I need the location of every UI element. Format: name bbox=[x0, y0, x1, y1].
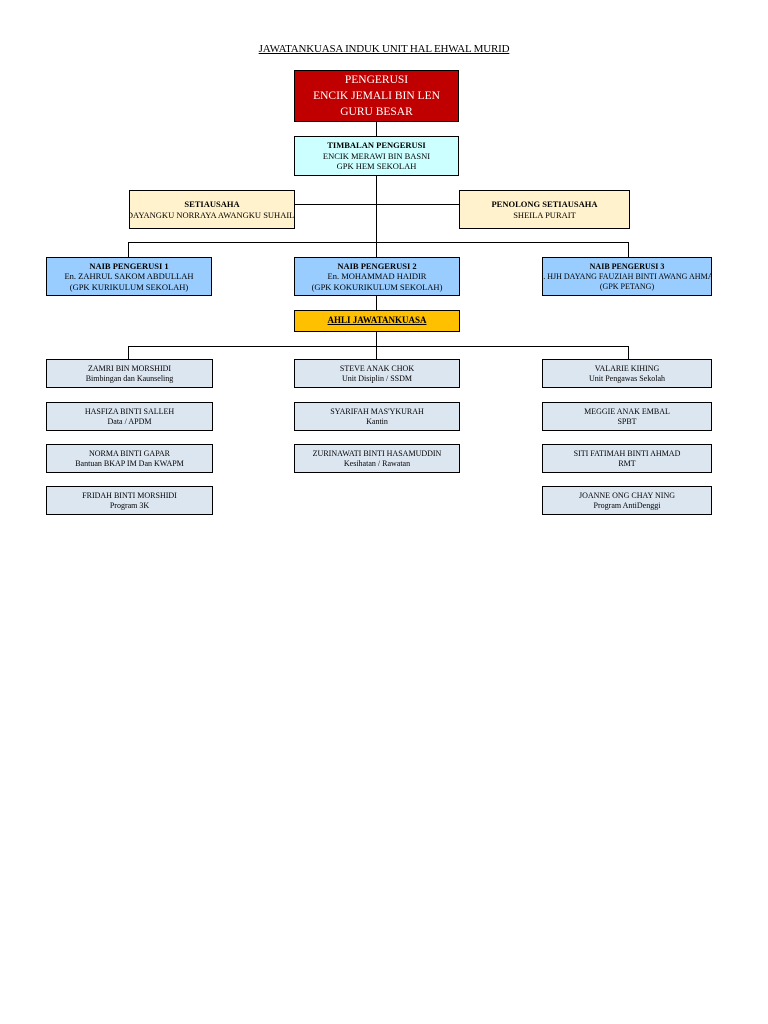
connector-line bbox=[295, 204, 460, 205]
pengerusi-role: PENGERUSI bbox=[344, 73, 409, 86]
naib-name: En. MOHAMMAD HAIDIR bbox=[327, 271, 427, 282]
member-box: NORMA BINTI GAPAR Bantuan BKAP IM Dan KW… bbox=[46, 444, 213, 473]
pengerusi-box: PENGERUSI ENCIK JEMALI BIN LEN GURU BESA… bbox=[294, 70, 459, 122]
member-name: ZAMRI BIN MORSHIDI bbox=[87, 363, 172, 373]
member-box: MEGGIE ANAK EMBAL SPBT bbox=[542, 402, 712, 431]
penolong-role: PENOLONG SETIAUSAHA bbox=[491, 198, 598, 209]
member-unit: Program AntiDenggi bbox=[593, 500, 661, 510]
member-name: SITI FATIMAH BINTI AHMAD bbox=[573, 448, 681, 458]
chart-title: JAWATANKUASA INDUK UNIT HAL EHWAL MURID bbox=[258, 43, 510, 55]
member-box: JOANNE ONG CHAY NING Program AntiDenggi bbox=[542, 486, 712, 515]
member-unit: SPBT bbox=[617, 416, 637, 426]
naib-pengerusi-1-box: NAIB PENGERUSI 1 En. ZAHRUL SAKOM ABDULL… bbox=[46, 257, 212, 296]
connector-line bbox=[376, 332, 377, 359]
timbalan-pengerusi-box: TIMBALAN PENGERUSI ENCIK MERAWI BIN BASN… bbox=[294, 136, 459, 176]
connector-line bbox=[128, 346, 129, 359]
naib-name: En. ZAHRUL SAKOM ABDULLAH bbox=[64, 271, 194, 282]
member-box: ZURINAWATI BINTI HASAMUDDIN Kesihatan / … bbox=[294, 444, 460, 473]
member-name: MEGGIE ANAK EMBAL bbox=[584, 406, 670, 416]
connector-line bbox=[376, 296, 377, 310]
connector-line bbox=[128, 346, 629, 347]
member-box: SITI FATIMAH BINTI AHMAD RMT bbox=[542, 444, 712, 473]
connector-line bbox=[128, 242, 629, 243]
naib-pengerusi-3-box: NAIB PENGERUSI 3 Pn. HJH DAYANG FAUZIAH … bbox=[542, 257, 712, 296]
member-name: JOANNE ONG CHAY NING bbox=[578, 490, 676, 500]
member-unit: Unit Disiplin / SSDM bbox=[341, 373, 412, 383]
connector-line bbox=[128, 242, 129, 257]
member-name: VALARIE KIHING bbox=[594, 363, 660, 373]
setiausaha-name: DAYANGKU NORRAYA AWANGKU SUHAILI bbox=[129, 209, 295, 220]
naib-role: NAIB PENGERUSI 2 bbox=[337, 260, 417, 271]
member-box: VALARIE KIHING Unit Pengawas Sekolah bbox=[542, 359, 712, 388]
member-unit: Kantin bbox=[366, 416, 388, 426]
naib-post: (GPK KOKURIKULUM SEKOLAH) bbox=[311, 281, 443, 292]
connector-line bbox=[376, 176, 377, 257]
member-name: SYARIFAH MAS'YKURAH bbox=[330, 406, 424, 416]
timbalan-role: TIMBALAN PENGERUSI bbox=[327, 140, 426, 151]
member-unit: Bimbingan dan Kaunseling bbox=[85, 373, 174, 383]
member-unit: Kesihatan / Rawatan bbox=[343, 458, 411, 468]
member-name: ZURINAWATI BINTI HASAMUDDIN bbox=[312, 448, 442, 458]
member-unit: Program 3K bbox=[109, 500, 150, 510]
member-unit: Bantuan BKAP IM Dan KWAPM bbox=[75, 458, 184, 468]
connector-line bbox=[628, 242, 629, 257]
member-unit: RMT bbox=[618, 458, 636, 468]
connector-line bbox=[628, 346, 629, 359]
penolong-name: SHEILA PURAIT bbox=[513, 209, 576, 220]
member-name: FRIDAH BINTI MORSHIDI bbox=[82, 490, 177, 500]
member-box: HASFIZA BINTI SALLEH Data / APDM bbox=[46, 402, 213, 431]
naib-pengerusi-2-box: NAIB PENGERUSI 2 En. MOHAMMAD HAIDIR (GP… bbox=[294, 257, 460, 296]
ahli-label: AHLI JAWATANKUASA bbox=[327, 315, 427, 326]
connector-line bbox=[376, 121, 377, 137]
naib-name: Pn. HJH DAYANG FAUZIAH BINTI AWANG AHMAD bbox=[542, 271, 712, 281]
member-box: STEVE ANAK CHOK Unit Disiplin / SSDM bbox=[294, 359, 460, 388]
member-name: NORMA BINTI GAPAR bbox=[88, 448, 171, 458]
member-name: HASFIZA BINTI SALLEH bbox=[84, 406, 175, 416]
pengerusi-post: GURU BESAR bbox=[340, 106, 413, 119]
timbalan-name: ENCIK MERAWI BIN BASNI bbox=[322, 150, 431, 161]
ahli-jawatankuasa-box: AHLI JAWATANKUASA bbox=[294, 310, 460, 332]
naib-post: (GPK KURIKULUM SEKOLAH) bbox=[69, 281, 189, 292]
naib-role: NAIB PENGERUSI 1 bbox=[89, 260, 169, 271]
member-box: SYARIFAH MAS'YKURAH Kantin bbox=[294, 402, 460, 431]
naib-post: (GPK PETANG) bbox=[599, 281, 655, 291]
member-unit: Unit Pengawas Sekolah bbox=[589, 373, 665, 383]
penolong-setiausaha-box: PENOLONG SETIAUSAHA SHEILA PURAIT bbox=[459, 190, 630, 229]
member-box: FRIDAH BINTI MORSHIDI Program 3K bbox=[46, 486, 213, 515]
setiausaha-role: SETIAUSAHA bbox=[184, 198, 240, 209]
member-unit: Data / APDM bbox=[107, 416, 152, 426]
member-name: STEVE ANAK CHOK bbox=[339, 363, 415, 373]
setiausaha-box: SETIAUSAHA DAYANGKU NORRAYA AWANGKU SUHA… bbox=[129, 190, 295, 229]
timbalan-post: GPK HEM SEKOLAH bbox=[336, 161, 417, 172]
pengerusi-name: ENCIK JEMALI BIN LEN bbox=[313, 89, 440, 102]
naib-role: NAIB PENGERUSI 3 bbox=[589, 261, 665, 271]
member-box: ZAMRI BIN MORSHIDI Bimbingan dan Kaunsel… bbox=[46, 359, 213, 388]
